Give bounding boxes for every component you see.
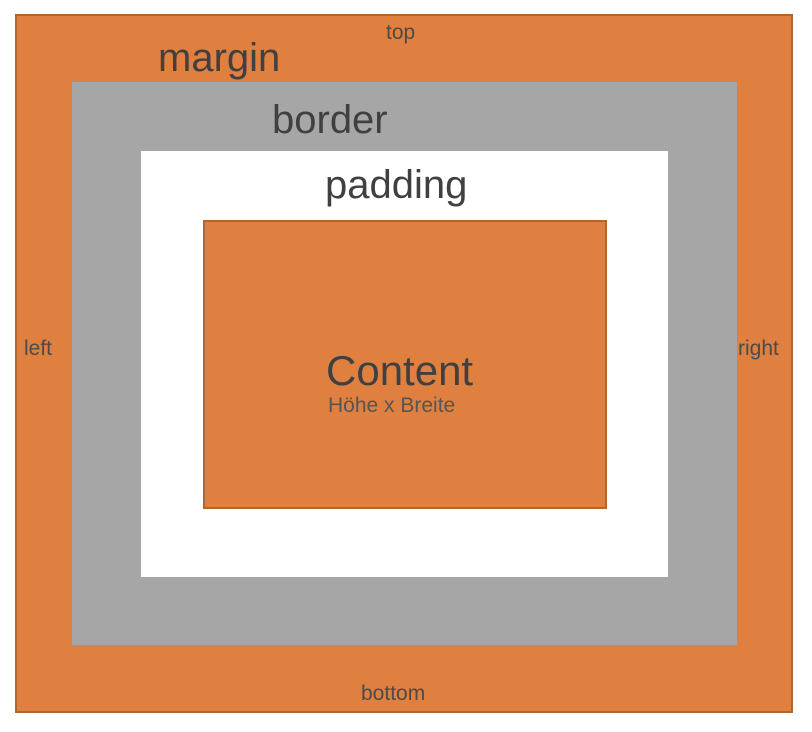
padding-label: padding [325, 163, 468, 207]
content-box [203, 220, 607, 509]
border-label: border [272, 98, 388, 142]
margin-right-label: right [738, 337, 779, 360]
margin-label: margin [158, 36, 281, 80]
margin-bottom-label: bottom [361, 682, 426, 705]
margin-top-label: top [386, 21, 416, 44]
content-dimensions-label: Höhe x Breite [328, 394, 456, 417]
margin-left-label: left [24, 337, 53, 360]
content-label: Content [326, 347, 474, 394]
